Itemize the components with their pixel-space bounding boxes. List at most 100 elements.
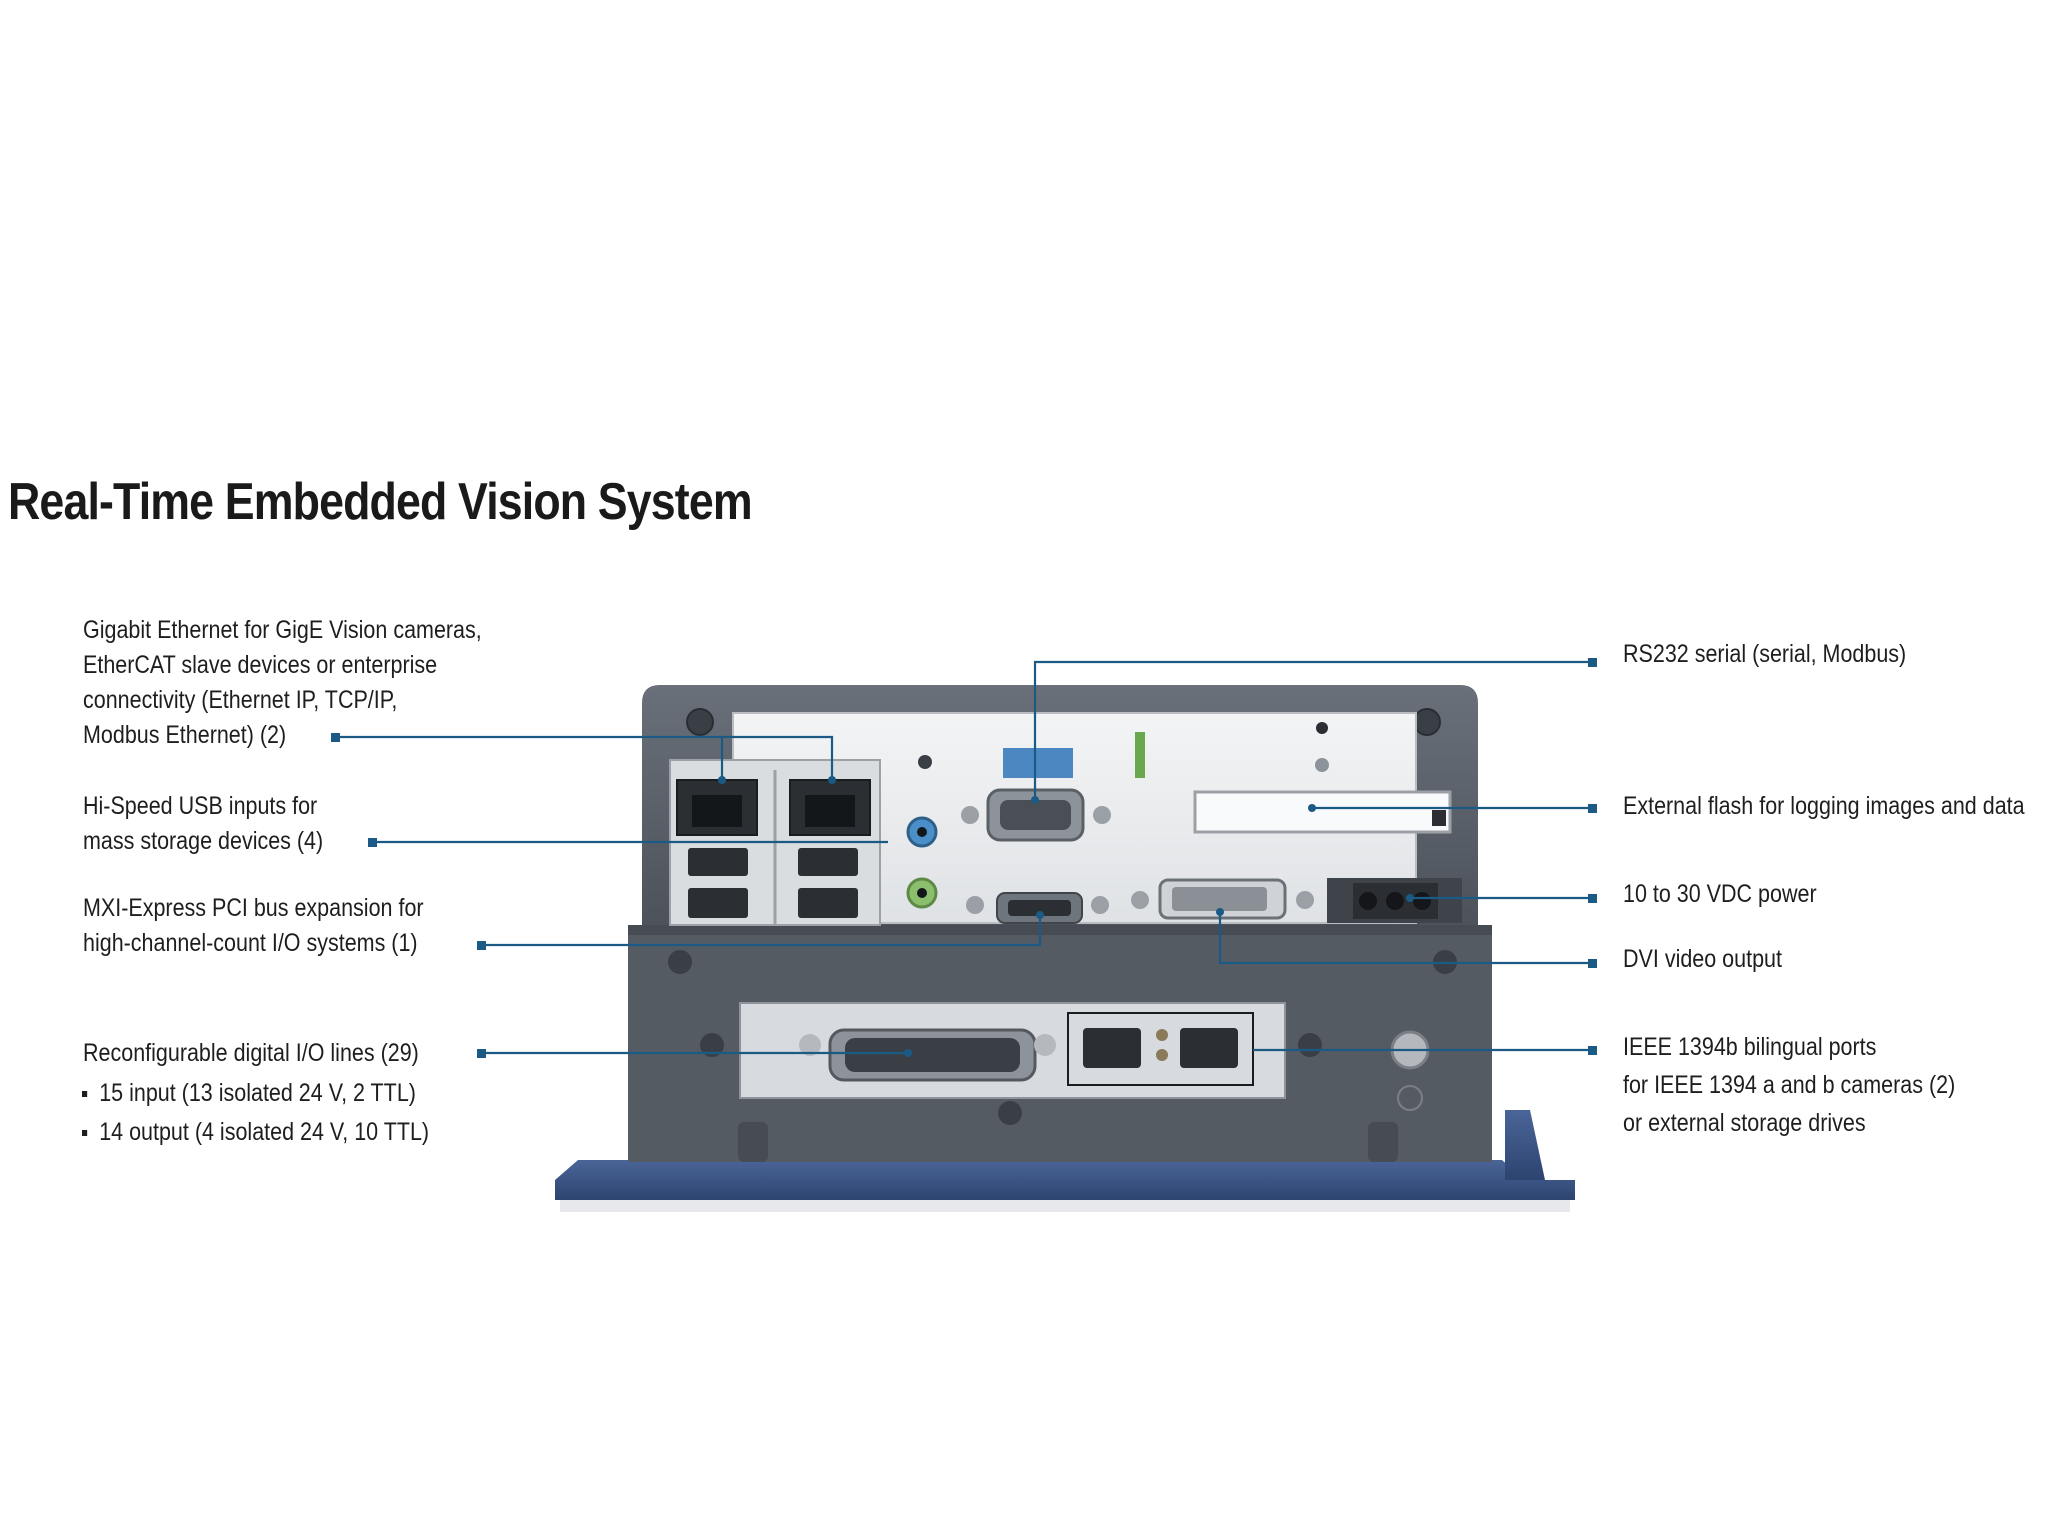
leader-anchor (828, 776, 836, 784)
indicator-dot (1316, 722, 1328, 734)
indicator-dot (1315, 758, 1329, 772)
screw (966, 896, 984, 914)
leader-marker (1588, 1046, 1597, 1055)
callout-flash: External flash for logging images and da… (1623, 789, 2025, 824)
callout-usb-line-2: mass storage devices (4) (83, 827, 324, 855)
screw (1091, 896, 1109, 914)
leader-marker (1588, 804, 1597, 813)
leader-anchor (1406, 894, 1414, 902)
flash-eject-button (1432, 810, 1446, 826)
ground-icon (1397, 1085, 1423, 1111)
leader-anchor (718, 776, 726, 784)
usb-port-4 (798, 888, 858, 918)
audio-jack-in-hole (917, 827, 927, 837)
mounting-base (555, 1160, 1575, 1200)
callout-ieee1394-line-1: IEEE 1394b bilingual ports (1623, 1033, 1877, 1061)
mxi-express-port-inner (1008, 900, 1071, 916)
callout-dio-bullet-2: 14 output (4 isolated 24 V, 10 TTL) (82, 1115, 429, 1150)
callout-usb: Hi-Speed USB inputs for mass storage dev… (83, 789, 323, 859)
callout-ieee1394-line-3: or external storage drives (1623, 1109, 1866, 1137)
leader-rs232 (1033, 660, 1592, 800)
ethernet-port-1-jack (692, 795, 742, 827)
leader-anchor (1308, 804, 1316, 812)
leader-marker (477, 941, 486, 950)
screw (1093, 806, 1111, 824)
callout-ethernet: Gigabit Ethernet for GigE Vision cameras… (83, 613, 482, 753)
leader-dvi (1218, 912, 1592, 965)
leader-anchor (1031, 796, 1039, 804)
screw (961, 806, 979, 824)
leader-marker (1588, 658, 1597, 667)
callout-mxi-line-1: MXI-Express PCI bus expansion for (83, 894, 424, 922)
rs232-serial-port-inner (1000, 800, 1071, 830)
leader-marker (331, 733, 340, 742)
screw (686, 708, 714, 736)
external-flash-slot (1193, 790, 1452, 834)
screw (799, 1034, 821, 1056)
screw (1298, 1033, 1322, 1057)
leader-anchor (1036, 911, 1044, 919)
indicator-dot (1156, 1029, 1168, 1041)
leader-markers (331, 658, 1597, 1058)
digital-io-connector-inner (845, 1038, 1020, 1072)
callout-dio: Reconfigurable digital I/O lines (29) (83, 1036, 419, 1071)
callout-dio-line-1: Reconfigurable digital I/O lines (29) (83, 1039, 419, 1067)
mounting-base-shadow (560, 1200, 1570, 1212)
power-terminal-screw (1359, 892, 1377, 910)
screw (1413, 708, 1441, 736)
callout-ieee1394-line-2: for IEEE 1394 a and b cameras (2) (1623, 1071, 1956, 1099)
leader-anchor (904, 1049, 912, 1057)
chassis-step (628, 925, 1492, 935)
callout-dio-bullet-2-text: 14 output (4 isolated 24 V, 10 TTL) (99, 1118, 430, 1146)
callout-mxi: MXI-Express PCI bus expansion for high-c… (83, 891, 424, 961)
leader-marker (368, 838, 377, 847)
screw (1034, 1034, 1056, 1056)
screw (1131, 891, 1149, 909)
leader-ethernet (335, 735, 834, 780)
leader-marker (1588, 894, 1597, 903)
mounting-tab (1505, 1110, 1545, 1180)
usb-port-3 (688, 888, 748, 918)
screw (700, 1033, 724, 1057)
dip-switches (1003, 748, 1073, 778)
callout-dvi: DVI video output (1623, 942, 1782, 977)
callout-mxi-line-2: high-channel-count I/O systems (1) (83, 929, 418, 957)
leader-mxi (482, 915, 1042, 947)
callout-usb-line-1: Hi-Speed USB inputs for (83, 792, 318, 820)
callout-dio-bullet-1-text: 15 input (13 isolated 24 V, 2 TTL) (99, 1079, 416, 1107)
leader-anchor (1216, 908, 1224, 916)
callout-rs232: RS232 serial (serial, Modbus) (1623, 637, 1906, 672)
callout-ieee1394: IEEE 1394b bilingual ports for IEEE 1394… (1623, 1028, 1955, 1142)
callout-ethernet-line-2: EtherCAT slave devices or enterprise (83, 651, 438, 679)
leader-marker (477, 1049, 486, 1058)
callout-dvi-line-1: DVI video output (1623, 945, 1782, 973)
ieee1394-port-1 (1083, 1028, 1141, 1068)
callout-ethernet-line-4: Modbus Ethernet) (2) (83, 721, 287, 749)
screw (668, 950, 692, 974)
bullet-dot (82, 1130, 88, 1137)
indicator-dot (1156, 1049, 1168, 1061)
leader-lines (335, 660, 1592, 1055)
dvi-video-port-inner (1172, 887, 1267, 911)
callout-dio-bullet-1: 15 input (13 isolated 24 V, 2 TTL) (82, 1076, 416, 1111)
screw (1296, 891, 1314, 909)
chassis-foot (1368, 1122, 1398, 1162)
bullet-dot (82, 1091, 88, 1098)
callout-ethernet-line-3: connectivity (Ethernet IP, TCP/IP, (83, 686, 398, 714)
screw (998, 1101, 1022, 1125)
audio-jack-out-hole (917, 888, 927, 898)
usb-port-2 (798, 848, 858, 876)
ieee1394-port-2 (1180, 1028, 1238, 1068)
reset-button (918, 755, 932, 769)
callout-flash-line-1: External flash for logging images and da… (1623, 792, 2025, 820)
page-title: Real-Time Embedded Vision System (8, 473, 753, 531)
callout-ethernet-line-1: Gigabit Ethernet for GigE Vision cameras… (83, 616, 482, 644)
power-terminal-screw (1413, 892, 1431, 910)
callout-rs232-line-1: RS232 serial (serial, Modbus) (1623, 640, 1907, 668)
leader-marker (1588, 959, 1597, 968)
ethernet-port-2-jack (805, 795, 855, 827)
led-stack (1135, 732, 1145, 778)
power-terminal-screw (1386, 892, 1404, 910)
callout-power-line-1: 10 to 30 VDC power (1623, 880, 1817, 908)
